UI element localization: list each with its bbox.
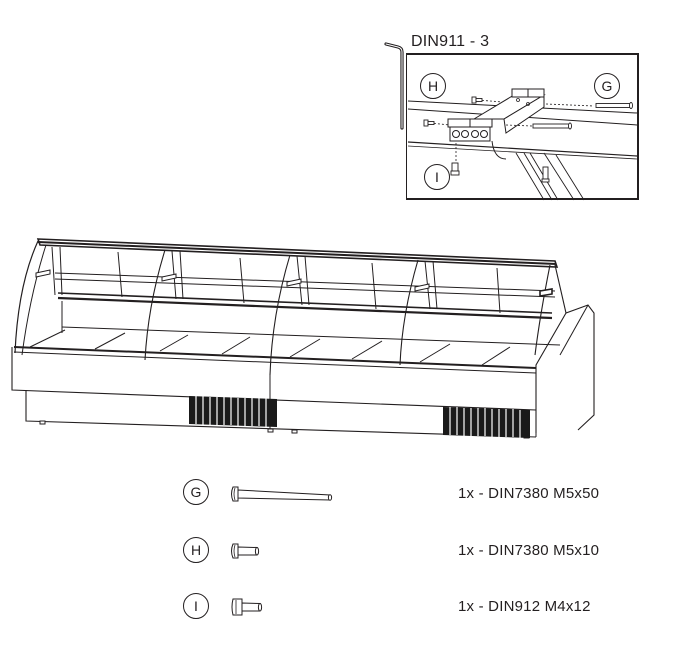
callout-g: G [594,73,620,99]
display-counter-illustration [11,238,595,439]
vent-grille-left [189,396,277,427]
callout-i: I [424,164,450,190]
detail-drawing [407,88,638,201]
part-i-label: 1x - DIN912 M4x12 [458,598,591,615]
allen-key-icon [384,42,404,130]
h-bolt-icon [471,96,483,104]
short-bolt-icon [231,543,260,559]
vent-grille-right [443,407,530,438]
part-g-letter-circle: G [183,479,209,505]
detail-title: DIN911 - 3 [411,33,490,50]
callout-h: H [420,73,446,99]
part-g-label: 1x - DIN7380 M5x50 [458,485,600,502]
part-i-letter-circle: I [183,593,209,619]
socket-cap-screw-icon [231,598,263,616]
part-h-label: 1x - DIN7380 M5x10 [458,542,600,559]
part-h-letter-circle: H [183,537,209,563]
long-bolt-icon [231,486,333,502]
detail-frame [406,53,639,200]
